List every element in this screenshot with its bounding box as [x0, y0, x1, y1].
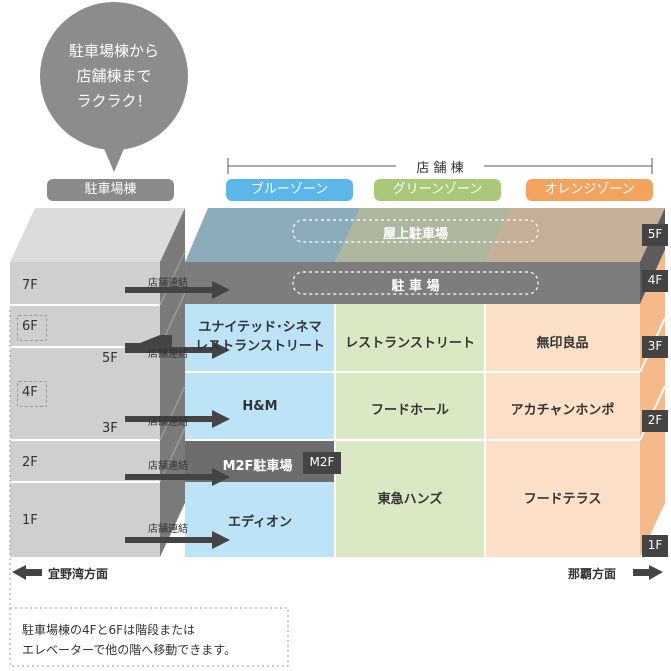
parking-floor-label: 駐 車 場 — [391, 279, 440, 294]
store-building-label: 店 舗 棟 — [416, 161, 464, 176]
bubble-line-1: 駐車場棟から — [68, 41, 159, 60]
parking-building-label: 駐車場棟 — [47, 179, 174, 201]
store-blue-m2f[interactable]: M2F駐車場 — [222, 459, 293, 474]
store-green-3f[interactable]: レストランストリート — [345, 336, 475, 351]
blue-1f — [185, 482, 335, 557]
connection-label-3f: 店舗連結 — [148, 417, 188, 428]
connection-label-5f: 店舗連結 — [148, 349, 188, 360]
note-text: 駐車場棟の4Fと6Fは階段または エレベーターで他の階へ移動できます。 — [22, 620, 236, 660]
store-blue-1f[interactable]: エディオン — [227, 515, 293, 530]
speech-bubble: 駐車場棟から 店舗棟まで ラクラク！ — [40, 2, 188, 150]
m2f-badge: M2F — [303, 452, 341, 474]
parking-3f-label: 3F — [102, 421, 118, 436]
parking-6f-box — [17, 315, 47, 341]
parking-6f-label: 6F — [22, 319, 38, 334]
direction-left-label: 宜野湾方面 — [48, 567, 109, 581]
parking-4f-box — [17, 381, 47, 407]
store-side-face — [640, 250, 665, 557]
parking-1f-label: 1F — [22, 513, 38, 528]
parking-7f-label: 7F — [22, 278, 38, 293]
blue-zone-label: ブルーゾーン — [226, 179, 353, 201]
blue-top-face — [185, 208, 360, 262]
orange-3f — [485, 304, 640, 372]
bubble-line-3: ラクラク！ — [76, 91, 152, 110]
right-arrow-icon — [633, 565, 663, 580]
blue-3f — [185, 304, 335, 372]
rooftop-parking-label: 屋上駐車場 — [382, 227, 448, 242]
green-zone-label: グリーンゾーン — [374, 179, 501, 201]
blue-2f — [185, 372, 335, 440]
parking-building-top — [10, 208, 185, 262]
bubble-line-2: 店舗棟まで — [76, 66, 152, 85]
store-blue-3f[interactable]: ユナイテッド･シネマ レストランストリート — [190, 318, 330, 356]
store-orange-2f[interactable]: アカチャンホンポ — [510, 403, 615, 418]
note-line-1: 駐車場棟の4Fと6Fは階段または — [22, 623, 196, 637]
store-3f-badge: 3F — [642, 336, 668, 358]
store-blue-3f-line1: ユナイテッド･シネマ — [198, 320, 322, 335]
connection-label-7f: 店舗連結 — [148, 278, 188, 289]
green-3f — [335, 304, 485, 372]
store-5f-badge: 5F — [642, 224, 668, 246]
parking-floor-band — [185, 262, 640, 304]
note-box — [9, 607, 289, 667]
connection-label-2f: 店舗連結 — [148, 461, 188, 472]
store-1f-badge: 1F — [642, 535, 668, 557]
parking-2f-label: 2F — [22, 455, 38, 470]
store-orange-1f[interactable]: フードテラス — [523, 492, 602, 507]
direction-right-label: 那覇方面 — [568, 567, 617, 581]
store-bracket — [227, 158, 653, 174]
connection-arrows — [125, 281, 230, 549]
parking-building-front — [10, 262, 160, 557]
green-1f — [335, 440, 485, 557]
green-top-face — [335, 208, 512, 262]
left-arrow-icon — [12, 565, 42, 580]
connection-label-1f: 店舗連結 — [148, 524, 188, 535]
green-2f — [335, 372, 485, 440]
store-4f-badge: 4F — [642, 270, 668, 292]
store-green-2f[interactable]: フードホール — [370, 403, 449, 418]
parking-4f-label: 4F — [22, 385, 38, 400]
orange-2f — [485, 372, 640, 440]
parking-5f-label: 5F — [102, 351, 118, 366]
store-blue-3f-line2: レストランストリート — [195, 339, 325, 354]
store-2f-badge: 2F — [642, 410, 668, 432]
orange-top-face — [485, 208, 665, 262]
store-orange-3f[interactable]: 無印良品 — [536, 336, 589, 351]
store-blue-2f[interactable]: H&M — [242, 399, 278, 414]
orange-1f — [485, 440, 640, 557]
store-green-1f[interactable]: 東急ハンズ — [377, 492, 443, 507]
rooftop-overlay — [185, 208, 665, 262]
note-line-2: エレベーターで他の階へ移動できます。 — [22, 643, 237, 657]
orange-zone-label: オレンジゾーン — [526, 179, 653, 201]
